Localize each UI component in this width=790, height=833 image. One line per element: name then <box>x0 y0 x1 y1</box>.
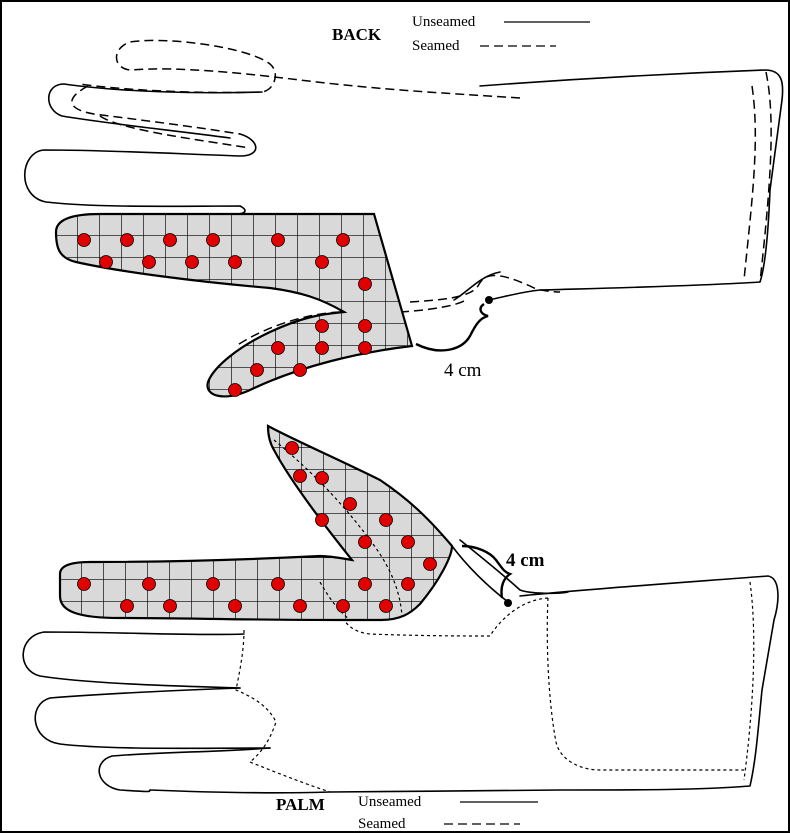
dot <box>121 234 134 247</box>
palm-measure-label: 4 cm <box>506 550 545 571</box>
dot <box>380 600 393 613</box>
dot <box>294 364 307 377</box>
dot <box>359 578 372 591</box>
palm-finger-2-outline <box>35 688 270 748</box>
dot <box>229 600 242 613</box>
dot <box>359 342 372 355</box>
palm-cuff-seam <box>744 582 754 780</box>
back-thumb-seam-2 <box>400 300 466 312</box>
dot <box>272 234 285 247</box>
dot <box>207 578 220 591</box>
dot <box>294 600 307 613</box>
palm-thumb-junction <box>452 546 508 602</box>
dot <box>207 234 220 247</box>
dot <box>424 558 437 571</box>
dot <box>402 578 415 591</box>
dot <box>359 536 372 549</box>
palm-measure-brace <box>462 546 510 598</box>
dot <box>164 600 177 613</box>
back-glove-body-outline <box>480 70 783 300</box>
dot <box>380 514 393 527</box>
dot <box>316 342 329 355</box>
palm-glove: 4 cm <box>23 426 778 793</box>
dot <box>121 600 134 613</box>
back-measure-label: 4 cm <box>444 360 482 381</box>
dot <box>251 364 264 377</box>
back-glove: 4 cm <box>25 40 783 396</box>
dot <box>316 472 329 485</box>
dot <box>143 256 156 269</box>
palm-finger-1-outline <box>23 632 244 688</box>
dot <box>316 256 329 269</box>
back-thumb-seam <box>410 275 560 302</box>
dot <box>316 514 329 527</box>
dot <box>229 384 242 397</box>
dot <box>78 234 91 247</box>
dot <box>272 578 285 591</box>
dot <box>229 256 242 269</box>
palm-grid-region <box>60 426 452 620</box>
dot <box>100 256 113 269</box>
dot <box>286 442 299 455</box>
dot <box>78 578 91 591</box>
palm-finger-seam-1 <box>236 630 276 762</box>
dot <box>359 278 372 291</box>
dot <box>316 320 329 333</box>
palm-finger-seam-2 <box>250 762 330 792</box>
back-measure-brace <box>416 304 488 350</box>
back-title: BACK <box>332 25 382 44</box>
back-legend-seamed-label: Seamed <box>412 38 460 54</box>
back-palm-seam <box>744 86 755 280</box>
palm-title: PALM <box>276 795 325 814</box>
dot <box>294 470 307 483</box>
palm-legend-seamed-label: Seamed <box>358 816 406 832</box>
back-finger-ring-outline <box>25 134 256 214</box>
dot <box>359 320 372 333</box>
dot <box>337 234 350 247</box>
back-crotch-point <box>485 296 493 304</box>
dot <box>164 234 177 247</box>
back-legend-unseamed-label: Unseamed <box>412 14 476 30</box>
dot <box>143 578 156 591</box>
dot <box>272 342 285 355</box>
palm-side-seam <box>547 598 744 770</box>
palm-finger-3-outline <box>99 748 270 792</box>
dot <box>402 536 415 549</box>
back-grid-region <box>56 214 412 396</box>
palm-legend-unseamed-label: Unseamed <box>358 794 422 810</box>
dot <box>344 498 357 511</box>
dot <box>337 600 350 613</box>
palm-crotch-point <box>504 599 512 607</box>
dot <box>186 256 199 269</box>
